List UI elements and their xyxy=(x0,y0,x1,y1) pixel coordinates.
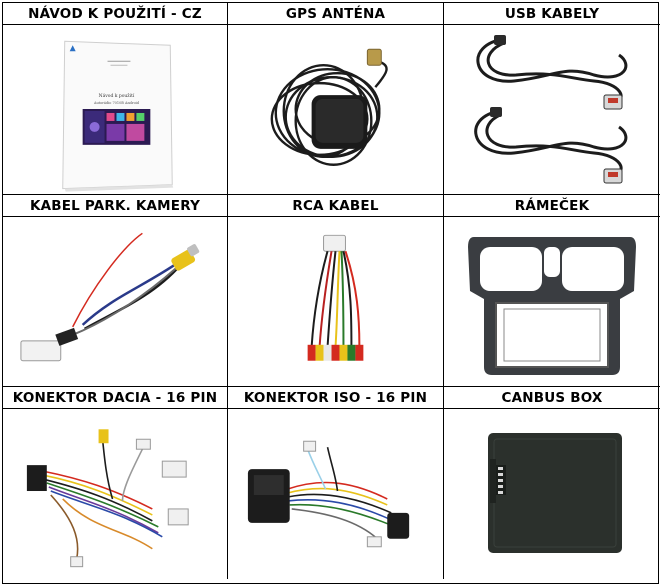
dacia-harness-icon xyxy=(26,429,189,568)
dash-frame-icon xyxy=(468,236,636,375)
header-iso: KONEKTOR ISO - 16 PIN xyxy=(228,387,444,409)
dacia-connector-image xyxy=(3,409,228,579)
usb-cables-icon xyxy=(474,34,628,183)
gps-image xyxy=(228,25,444,195)
header-usb: USB KABELY xyxy=(444,3,660,25)
rca-cable-icon xyxy=(307,234,364,361)
header-rca: RCA KABEL xyxy=(228,195,444,217)
camera-cable-image xyxy=(3,217,228,387)
manual-image: Návod k použití Autorádio 7010B Android xyxy=(3,25,228,195)
usb-image xyxy=(444,25,660,195)
header-gps: GPS ANTÉNA xyxy=(228,3,444,25)
camera-cable-icon xyxy=(20,232,200,361)
frame-image xyxy=(444,217,660,387)
header-manual: NÁVOD K POUŽITÍ - CZ xyxy=(3,3,228,25)
canbus-box-icon xyxy=(488,433,622,553)
header-frame: RÁMEČEK xyxy=(444,195,660,217)
header-dacia: KONEKTOR DACIA - 16 PIN xyxy=(3,387,228,409)
header-canbus: CANBUS BOX xyxy=(444,387,660,409)
rca-cable-image xyxy=(228,217,444,387)
manual-subtitle: Autorádio 7010B Android xyxy=(93,101,140,105)
manual-title: Návod k použití xyxy=(99,92,135,99)
iso-harness-icon xyxy=(247,440,410,548)
gps-antenna-icon xyxy=(270,48,388,166)
header-camera: KABEL PARK. KAMERY xyxy=(3,195,228,217)
canbus-image xyxy=(444,409,660,579)
manual-booklet-icon: Návod k použití Autorádio 7010B Android xyxy=(62,40,174,192)
iso-connector-image xyxy=(228,409,444,579)
